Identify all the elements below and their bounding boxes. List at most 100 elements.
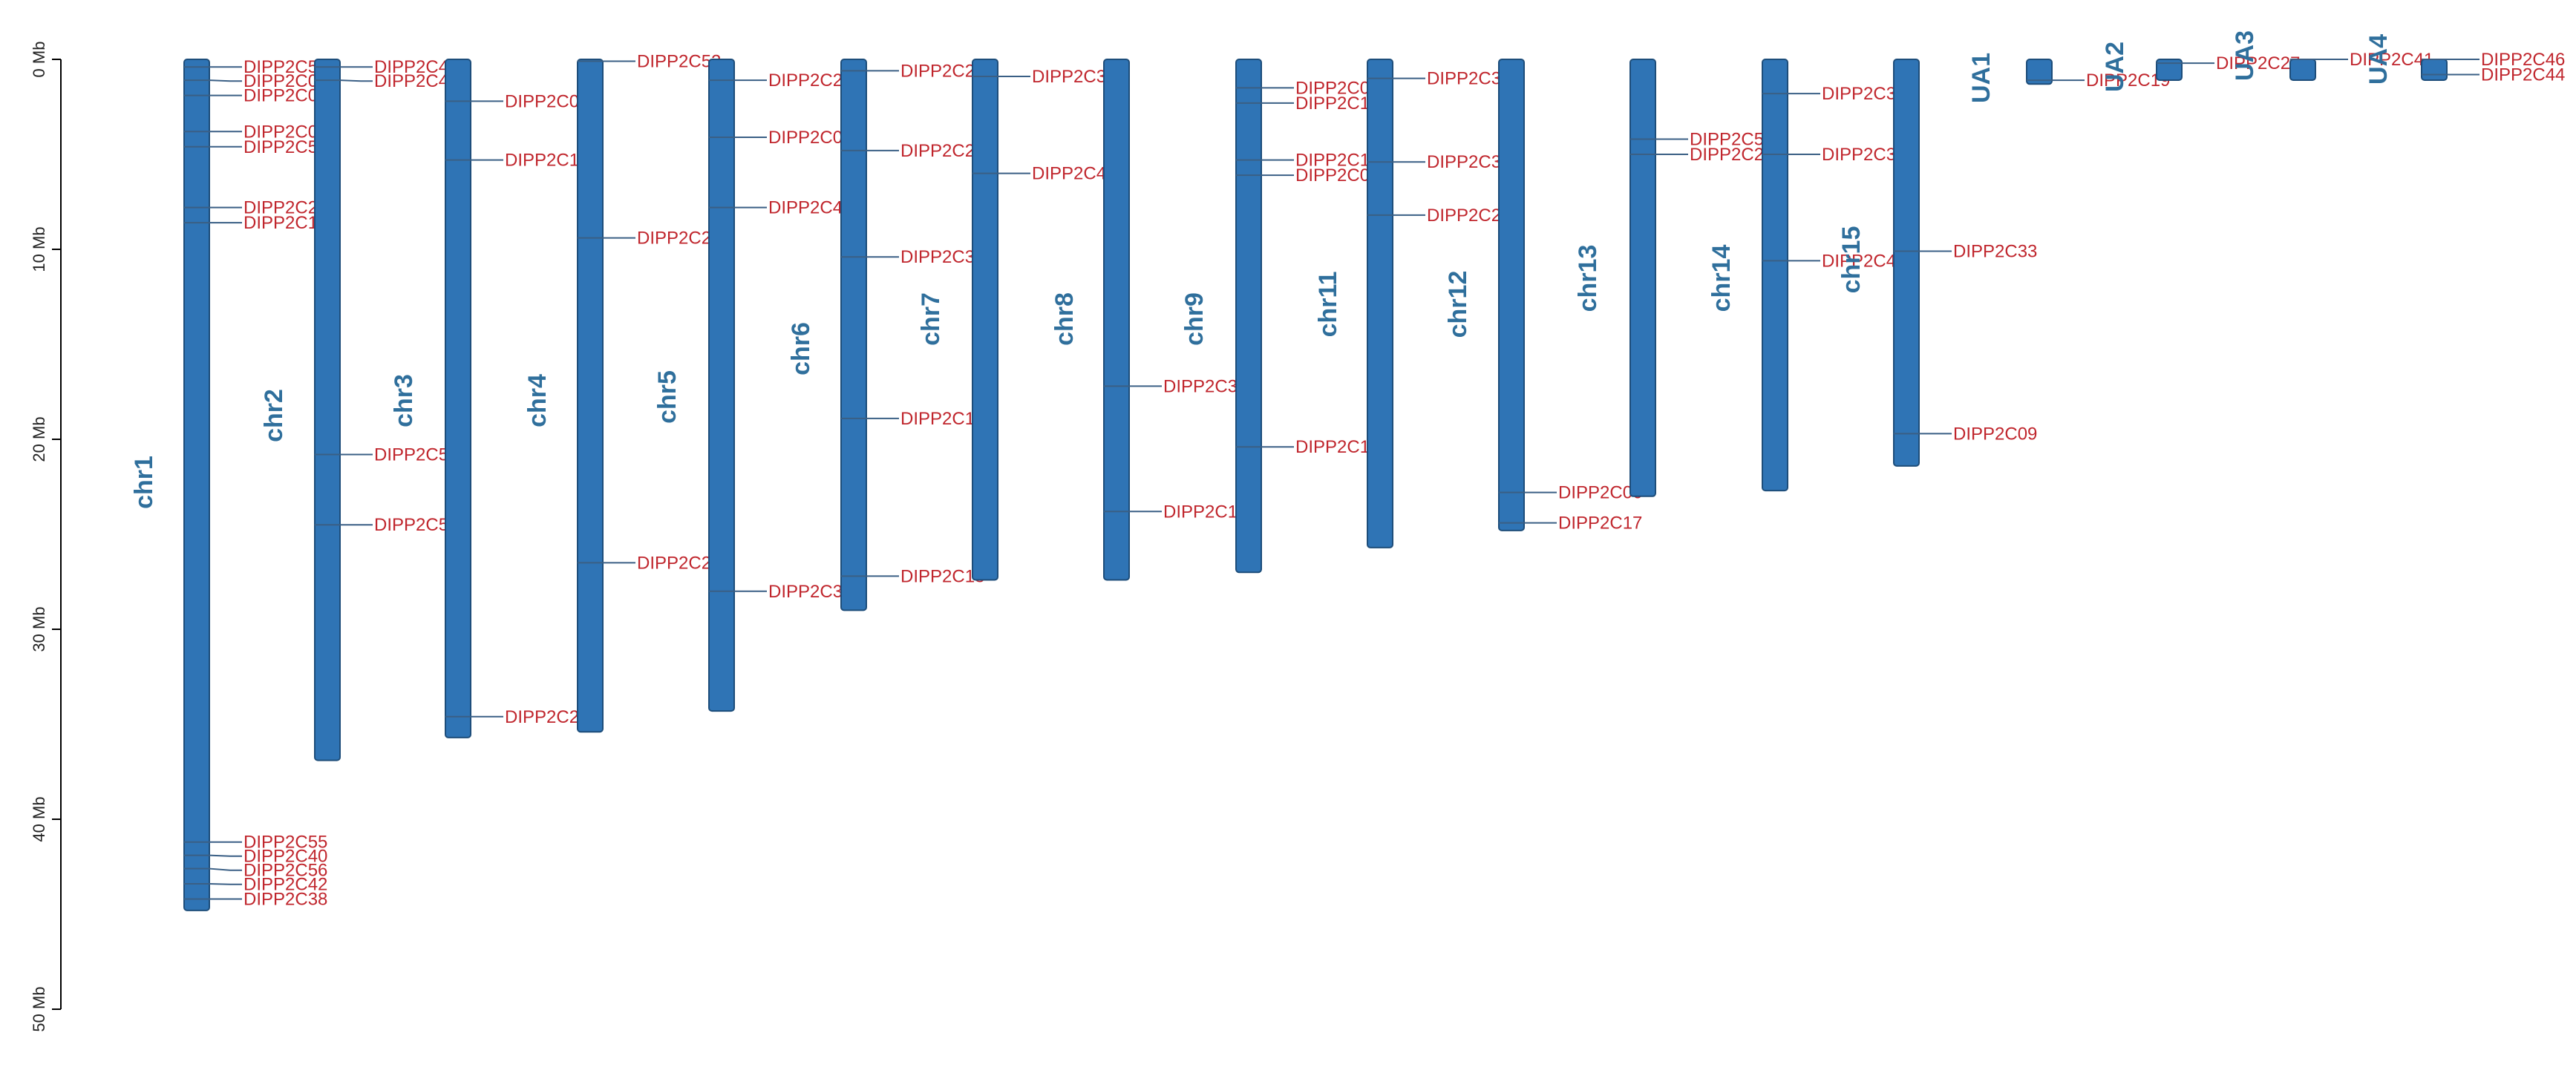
gene-label: DIPP2C46: [2481, 50, 2565, 70]
gene-label: DIPP2C25: [243, 198, 327, 218]
gene-label: DIPP2C29: [900, 61, 984, 81]
chromosome-bar: [2156, 59, 2183, 81]
gene-label: DIPP2C38: [243, 890, 327, 910]
chromosome-label: chr6: [787, 322, 815, 375]
gene-label: DIPP2C01: [243, 122, 327, 142]
gene-label: DIPP2C39: [1427, 152, 1511, 172]
gene-label: DIPP2C27: [1427, 206, 1511, 226]
chromosome-label: chr8: [1050, 292, 1079, 346]
gene-label: DIPP2C13: [1295, 94, 1379, 114]
chromosome-bar: [972, 59, 998, 581]
gene-label: DIPP2C52: [637, 52, 721, 72]
chromosome-label: chr9: [1180, 292, 1209, 346]
chromosome-label: chr1: [130, 456, 158, 509]
gene-connector: [209, 883, 242, 885]
gene-label: DIPP2C40: [243, 847, 327, 867]
gene-label: DIPP2C47: [374, 57, 458, 77]
gene-label: DIPP2C31: [1163, 376, 1247, 396]
gene-label: DIPP2C07: [1295, 78, 1379, 98]
gene-label: DIPP2C33: [1953, 242, 2037, 262]
gene-label: DIPP2C26: [505, 707, 589, 727]
chromosome-bar: [314, 59, 341, 761]
chromosome-label: chr7: [917, 292, 945, 346]
gene-label: DIPP2C30: [900, 247, 984, 267]
gene-connector: [209, 79, 242, 82]
chromosome-label: chr2: [260, 389, 288, 442]
gene-label: DIPP2C49: [768, 198, 852, 218]
axis-tick-label: 10 Mb: [30, 226, 48, 272]
axis-tick-label: 0 Mb: [30, 42, 48, 78]
axis-tick-label: 40 Mb: [30, 796, 48, 842]
chromosome-bar: [708, 59, 735, 712]
gene-label: DIPP2C54: [374, 515, 458, 535]
gene-label: DIPP2C36: [1822, 84, 1906, 104]
gene-label: DIPP2C53: [374, 444, 458, 465]
gene-label: DIPP2C17: [1558, 514, 1642, 534]
chromosome-bar: [2421, 59, 2448, 81]
gene-label: DIPP2C18: [900, 566, 984, 586]
gene-label: DIPP2C11: [243, 213, 327, 233]
gene-label: DIPP2C09: [768, 128, 852, 148]
chromosome-label: chr12: [1444, 271, 1472, 338]
gene-label: DIPP2C24: [1690, 145, 1774, 165]
gene-label: DIPP2C48: [1822, 251, 1906, 271]
axis-tick-label: 50 Mb: [30, 986, 48, 1031]
gene-label: DIPP2C51: [1690, 130, 1774, 150]
gene-label: DIPP2C27: [2216, 53, 2300, 73]
chromosome-label: UA3: [2231, 30, 2259, 81]
gene-label: DIPP2C50: [243, 137, 327, 157]
chromosome-bar: [577, 59, 604, 733]
chromosome-bar: [1367, 59, 1393, 548]
chromosome-label: chr14: [1707, 245, 1736, 312]
gene-label: DIPP2C20: [637, 553, 721, 573]
gene-label: DIPP2C56: [243, 861, 327, 881]
chromosome-label: chr5: [653, 370, 681, 424]
chromosome-chr1: chr1DIPP2C57DIPP2C04DIPP2C02DIPP2C01DIPP…: [130, 57, 327, 911]
gene-label: DIPP2C41: [2350, 50, 2433, 70]
chromosome-label: chr15: [1837, 226, 1866, 294]
chromosome-bar: [1498, 59, 1525, 531]
gene-label: DIPP2C23: [768, 70, 852, 91]
gene-label: DIPP2C37: [1032, 67, 1116, 87]
chromosome-label: UA2: [2101, 42, 2129, 92]
gene-label: DIPP2C04: [243, 71, 327, 91]
gene-label: DIPP2C55: [243, 833, 327, 853]
chromosome-bar: [445, 59, 471, 738]
chromosome-label: UA4: [2364, 34, 2393, 85]
gene-label: DIPP2C21: [637, 229, 721, 249]
gene-label: DIPP2C09: [1953, 424, 2037, 444]
gene-connector: [339, 79, 373, 82]
axis-tick-label: 30 Mb: [30, 606, 48, 652]
chromosome-bar: [1893, 59, 1920, 467]
gene-label: DIPP2C44: [2481, 65, 2565, 85]
chromosome-bar: [1235, 59, 1262, 574]
chromosome-bar: [183, 59, 210, 911]
gene-label: DIPP2C06: [1558, 483, 1642, 503]
gene-label: DIPP2C03: [505, 91, 589, 111]
gene-label: DIPP2C10: [1295, 151, 1379, 171]
chromosome-chr6: chr6DIPP2C29DIPP2C22DIPP2C30DIPP2C12DIPP…: [787, 59, 984, 611]
chromosome-bar: [2289, 59, 2316, 81]
chromosome-bar: [1762, 59, 1788, 492]
chromosome-label: chr11: [1314, 272, 1342, 338]
gene-label: DIPP2C46: [374, 71, 458, 91]
chromosome-label: UA1: [1967, 53, 1995, 103]
chromosome-ua2: UA2 DIPP2C27: [2101, 42, 2300, 92]
chromosome-chr9: chr9DIPP2C07DIPP2C13DIPP2C10DIPP2C05DIPP…: [1180, 59, 1379, 574]
gene-label: DIPP2C35: [768, 582, 852, 602]
gene-label: DIPP2C16: [1295, 437, 1379, 457]
